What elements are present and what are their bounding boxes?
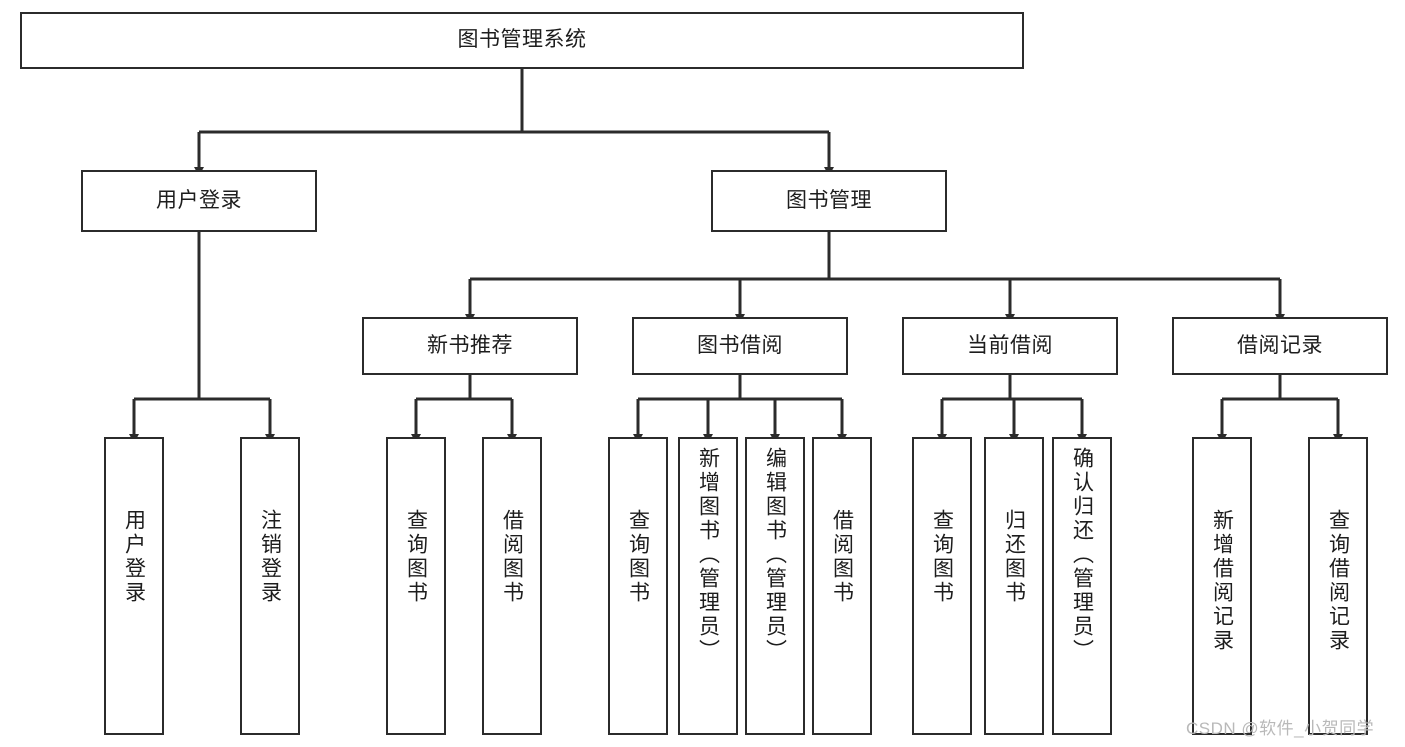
node-borrow-record[interactable]: 借阅记录 bbox=[1172, 317, 1388, 375]
node-label: 图书借阅 bbox=[697, 333, 783, 357]
node-label: 查询图书 bbox=[404, 509, 428, 605]
node-label: 新增借阅记录 bbox=[1210, 509, 1234, 653]
node-label: 用户登录 bbox=[122, 509, 146, 605]
node-label: 新书推荐 bbox=[427, 333, 513, 357]
node-root[interactable]: 图书管理系统 bbox=[20, 12, 1024, 69]
node-leaf-add-borrow-record[interactable]: 新增借阅记录 bbox=[1192, 437, 1252, 735]
node-leaf-return-book[interactable]: 归还图书 bbox=[984, 437, 1044, 735]
node-leaf-confirm-return-admin[interactable]: 确认归还（管理员） bbox=[1052, 437, 1112, 735]
node-label: 编辑图书（管理员） bbox=[763, 447, 787, 663]
node-label: 借阅图书 bbox=[500, 509, 524, 605]
node-leaf-query-book-3[interactable]: 查询图书 bbox=[912, 437, 972, 735]
node-label: 注销登录 bbox=[258, 509, 282, 605]
node-leaf-edit-book-admin[interactable]: 编辑图书（管理员） bbox=[745, 437, 805, 735]
node-label: 确认归还（管理员） bbox=[1070, 447, 1094, 663]
node-label: 当前借阅 bbox=[967, 333, 1053, 357]
node-book-manage[interactable]: 图书管理 bbox=[711, 170, 947, 232]
node-leaf-borrow-book-2[interactable]: 借阅图书 bbox=[812, 437, 872, 735]
node-book-borrow[interactable]: 图书借阅 bbox=[632, 317, 848, 375]
node-label: 查询图书 bbox=[930, 509, 954, 605]
node-leaf-query-book-2[interactable]: 查询图书 bbox=[608, 437, 668, 735]
node-label: 图书管理 bbox=[786, 188, 872, 212]
node-label: 图书管理系统 bbox=[457, 28, 587, 52]
node-leaf-logout-login[interactable]: 注销登录 bbox=[240, 437, 300, 735]
node-leaf-user-login[interactable]: 用户登录 bbox=[104, 437, 164, 735]
node-label: 查询图书 bbox=[626, 509, 650, 605]
node-label: 用户登录 bbox=[156, 188, 242, 212]
node-leaf-borrow-book-1[interactable]: 借阅图书 bbox=[482, 437, 542, 735]
node-leaf-add-book-admin[interactable]: 新增图书（管理员） bbox=[678, 437, 738, 735]
node-label: 查询借阅记录 bbox=[1326, 509, 1350, 653]
node-label: 归还图书 bbox=[1002, 509, 1026, 605]
node-label: 借阅记录 bbox=[1237, 333, 1323, 357]
node-current-borrow[interactable]: 当前借阅 bbox=[902, 317, 1118, 375]
node-leaf-query-borrow-record[interactable]: 查询借阅记录 bbox=[1308, 437, 1368, 735]
node-label: 新增图书（管理员） bbox=[696, 447, 720, 663]
node-new-book-recommend[interactable]: 新书推荐 bbox=[362, 317, 578, 375]
node-user-login[interactable]: 用户登录 bbox=[81, 170, 317, 232]
watermark: CSDN @软件_小贺同学 bbox=[1186, 719, 1375, 738]
node-label: 借阅图书 bbox=[830, 509, 854, 605]
node-leaf-query-book-1[interactable]: 查询图书 bbox=[386, 437, 446, 735]
